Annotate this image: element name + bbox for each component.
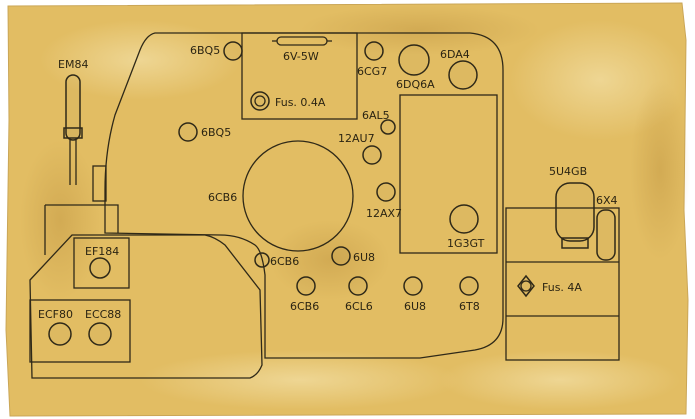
au7-label: 12AU7 (338, 132, 375, 145)
cb6-b-socket (254, 252, 270, 268)
cg7-label: 6CG7 (357, 65, 387, 78)
ef184-socket (89, 257, 111, 279)
main-chassis-outline (104, 32, 504, 359)
ecf80-socket (48, 322, 72, 346)
ef184-label: EF184 (85, 245, 119, 258)
fuse-small-holder (250, 91, 270, 111)
tuner-bracket (44, 165, 119, 255)
ecf80-label: ECF80 (38, 308, 73, 321)
ef184-subpanel (73, 237, 130, 289)
lamp-symbol (272, 36, 332, 46)
al5-socket (380, 119, 396, 135)
u4gb-rectifier (555, 182, 595, 249)
cl6-socket (348, 276, 368, 296)
fuse-big-holder (517, 274, 535, 298)
cl6-label: 6CL6 (345, 300, 373, 313)
paper-sheet (5, 2, 689, 417)
x4-rectifier (596, 209, 616, 261)
cg7-socket (364, 41, 384, 61)
tuner-chassis-outline (29, 234, 263, 379)
ecf80-ecc88-subpanel (29, 299, 131, 363)
cb6-a-label: 6CB6 (208, 191, 237, 204)
da4-label: 6DA4 (440, 48, 470, 61)
output-transformer-box (399, 94, 498, 254)
cb6-c-socket (296, 276, 316, 296)
au7-socket (362, 145, 382, 165)
g3gt-label: 1G3GT (447, 237, 485, 250)
cb6-b-label: 6CB6 (270, 255, 299, 268)
x4-label: 6X4 (596, 194, 618, 207)
al5-label: 6AL5 (362, 109, 390, 122)
g3gt-socket (449, 204, 479, 234)
t8-socket (459, 276, 479, 296)
u8-b-socket (403, 276, 423, 296)
bq5-left-label: 6BQ5 (201, 126, 231, 139)
em84-tuning-eye (63, 74, 83, 185)
ecc88-socket (88, 322, 112, 346)
dq6a-label: 6DQ6A (396, 78, 435, 91)
power-supply-panel (505, 207, 620, 361)
cb6-c-label: 6CB6 (290, 300, 319, 313)
ecc88-label: ECC88 (85, 308, 121, 321)
bq5-left-socket (178, 122, 198, 142)
lamp-label: 6V-5W (283, 50, 319, 63)
u4gb-label: 5U4GB (549, 165, 587, 178)
fuse-small-label: Fus. 0.4A (275, 96, 326, 109)
lamp-fuse-box (241, 32, 358, 120)
speaker-cutout (242, 140, 354, 252)
paper-stains (20, 5, 690, 410)
da4-socket (448, 60, 478, 90)
fuse-big-label: Fus. 4A (542, 281, 582, 294)
ax7-label: 12AX7 (366, 207, 402, 220)
u8-a-label: 6U8 (353, 251, 375, 264)
u8-b-label: 6U8 (404, 300, 426, 313)
dq6a-socket (398, 44, 430, 76)
t8-label: 6T8 (459, 300, 480, 313)
bq5-top-socket (223, 41, 243, 61)
ax7-socket (376, 182, 396, 202)
em84-label: EM84 (58, 58, 88, 71)
u8-a-socket (331, 246, 351, 266)
bq5-top-label: 6BQ5 (190, 44, 220, 57)
